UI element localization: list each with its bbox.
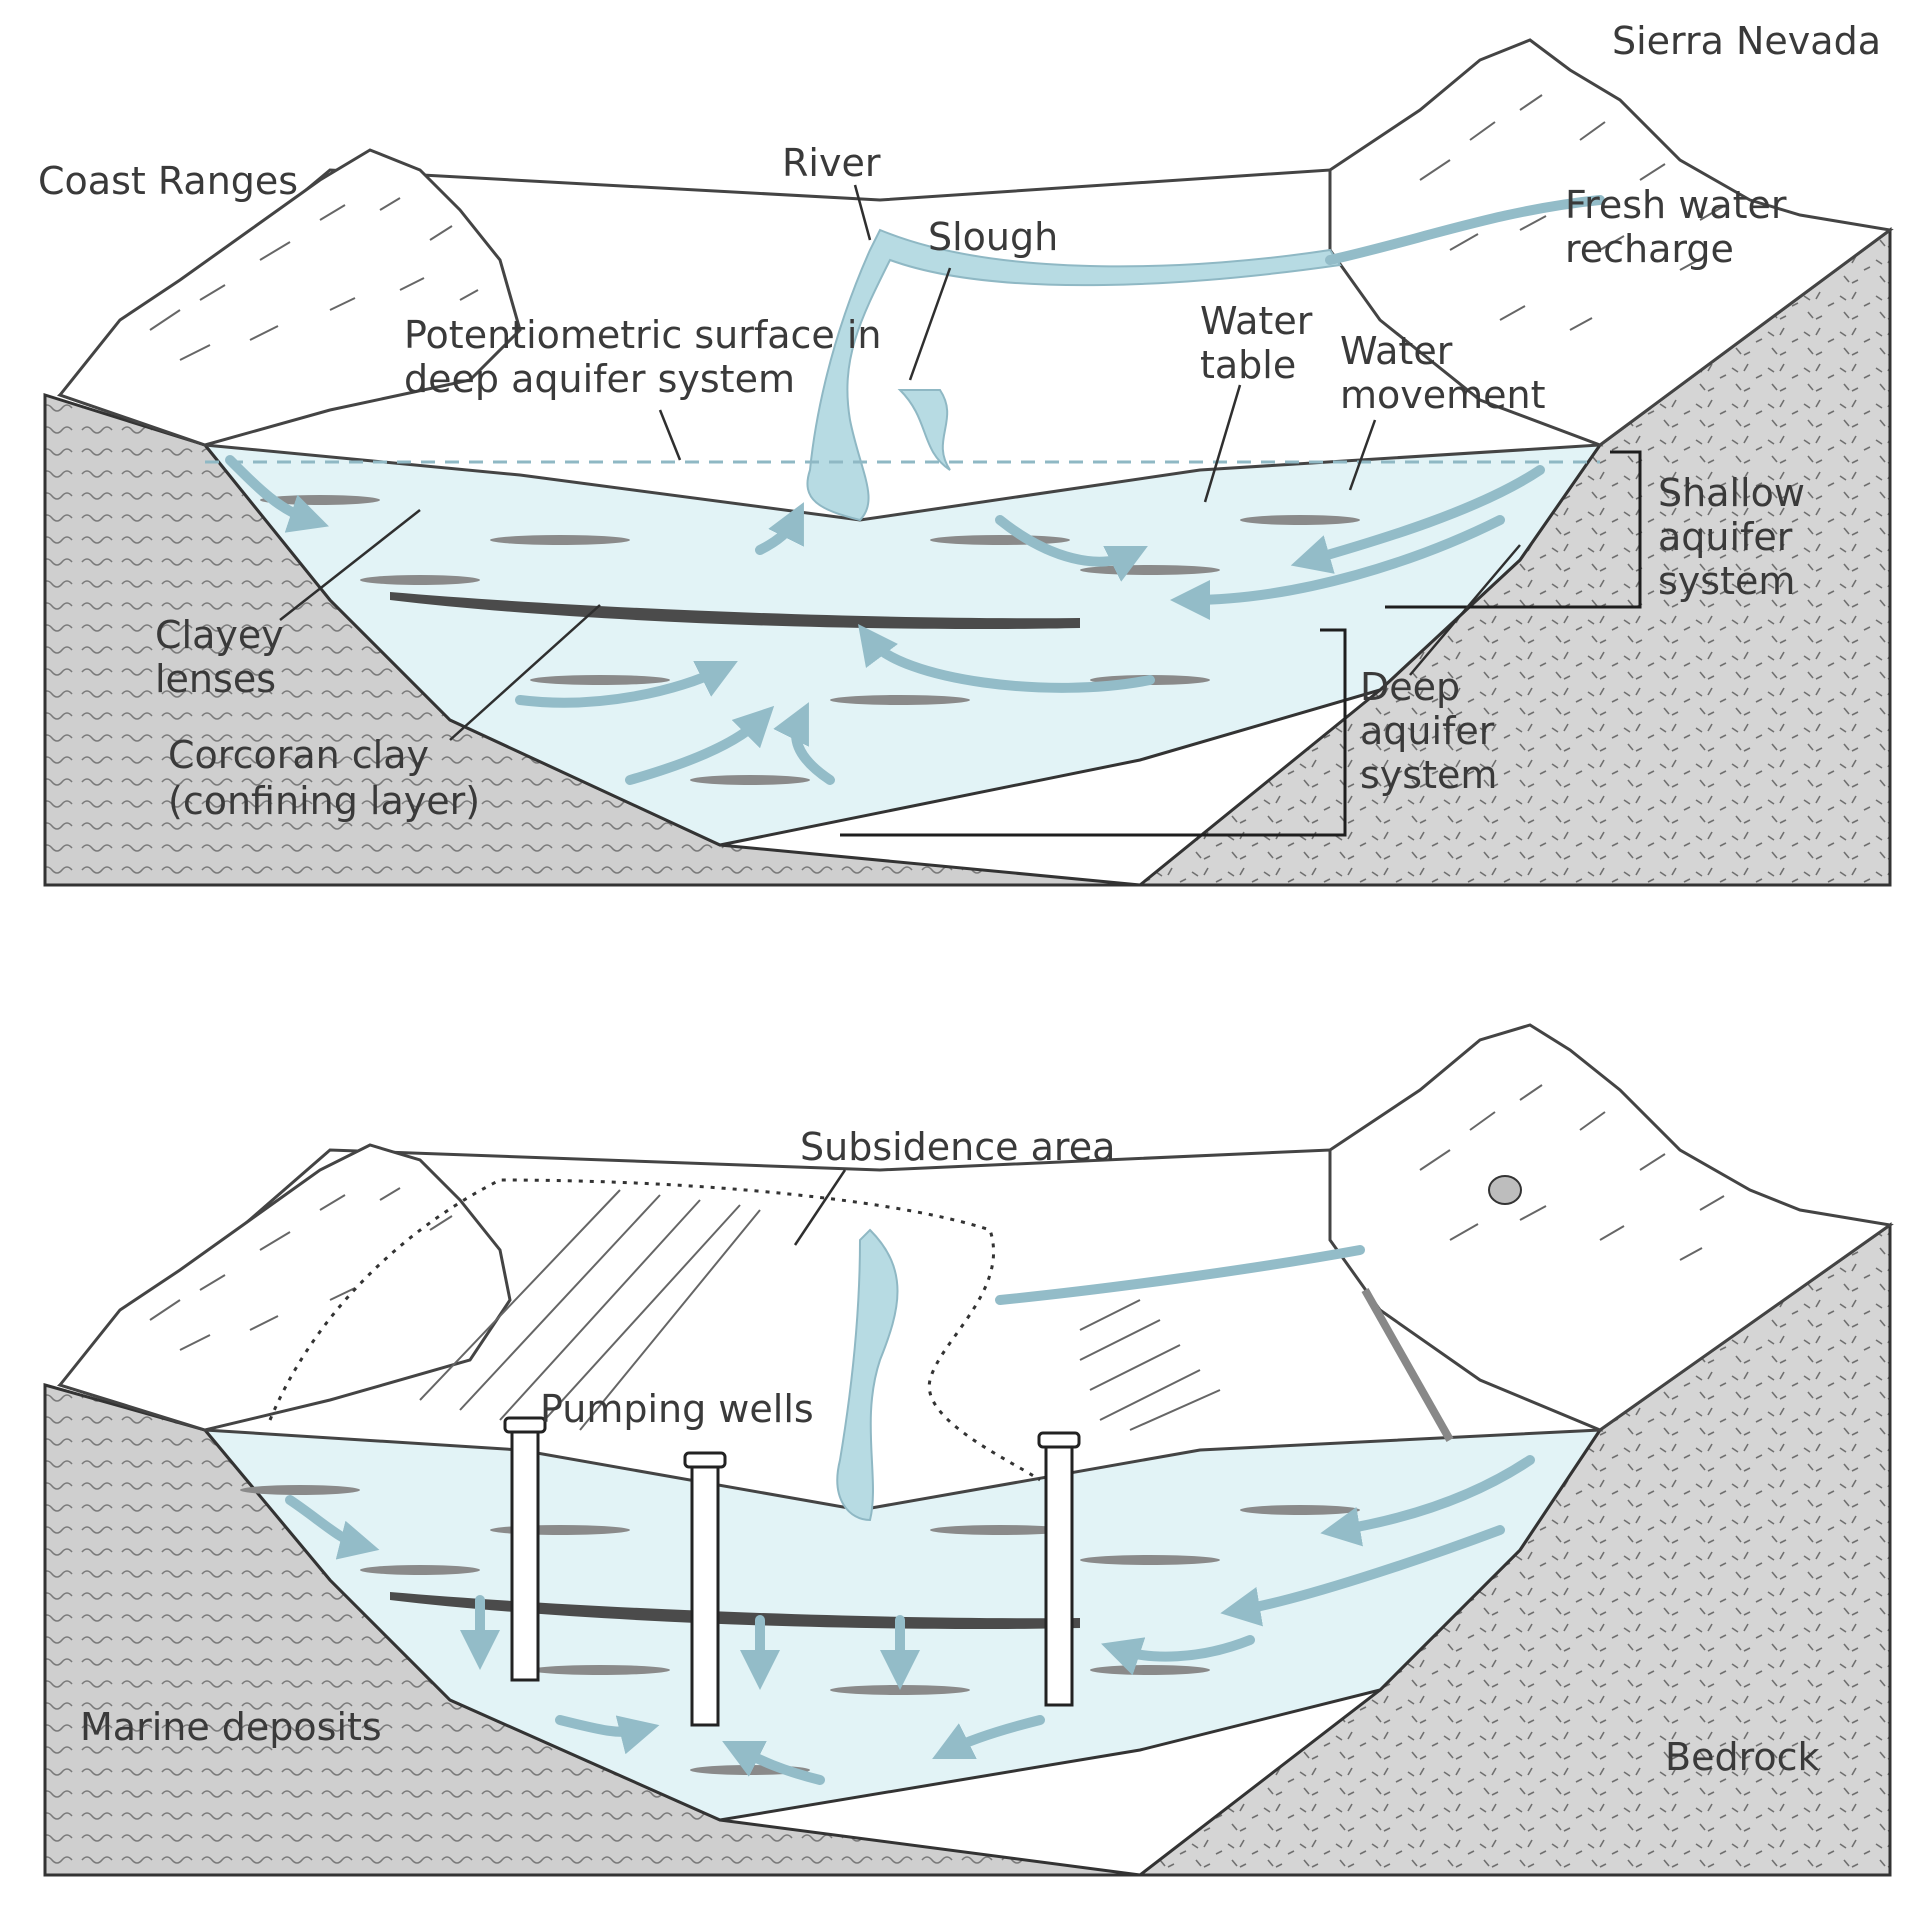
label-sierra-nevada: Sierra Nevada xyxy=(1612,19,1881,63)
leader-potentiometric xyxy=(658,409,682,461)
clayey-lenses-top xyxy=(260,495,1360,785)
crop-rows-right xyxy=(1079,1299,1221,1431)
label-fresh-water-recharge-line1: Fresh water xyxy=(1565,183,1787,227)
pumping-well-1 xyxy=(503,1416,547,1682)
label-shallow-aquifer-line2: aquifer xyxy=(1658,515,1793,559)
label-water-movement-line2: movement xyxy=(1340,373,1546,417)
leader-subsidence-area xyxy=(793,1169,847,1246)
label-slough: Slough xyxy=(928,215,1058,259)
bottom-panel: Subsidence area Pumping wells Marine dep… xyxy=(43,1023,1894,1877)
top-panel: Sierra Nevada Coast Ranges River Slough … xyxy=(38,19,1894,887)
canal-bottom xyxy=(1361,1288,1454,1442)
leader-corcoran xyxy=(449,604,601,741)
label-coast-ranges: Coast Ranges xyxy=(38,159,298,203)
shallow-aquifer-bracket xyxy=(1385,450,1642,609)
label-deep-aquifer-line3: system xyxy=(1360,753,1497,797)
label-fresh-water-recharge-line2: recharge xyxy=(1565,227,1734,271)
recharge-stream-top xyxy=(1325,195,1605,265)
leader-water-table xyxy=(1203,384,1242,503)
label-water-movement-line1: Water xyxy=(1340,329,1453,373)
pumping-well-3 xyxy=(1037,1431,1081,1707)
coast-ranges-mountains-top xyxy=(57,148,522,447)
label-deep-aquifer-line2: aquifer xyxy=(1360,709,1495,753)
label-shallow-aquifer-line3: system xyxy=(1658,559,1795,603)
flow-arrows-bottom xyxy=(285,1455,1535,1785)
label-deep-aquifer-line1: Deep xyxy=(1360,665,1460,709)
label-water-table-line2: table xyxy=(1200,343,1296,387)
coast-ranges-mountains-bottom xyxy=(57,1143,512,1432)
label-corcoran-clay-line1: Corcoran clay xyxy=(168,733,429,777)
recharge-stream-bottom xyxy=(995,1245,1365,1305)
label-pumping-wells: Pumping wells xyxy=(540,1387,814,1431)
corcoran-clay-layer-bottom xyxy=(390,1592,1080,1630)
label-water-table-line1: Water xyxy=(1200,299,1313,343)
leader-clayey-lenses xyxy=(279,509,421,621)
flow-arrows-top xyxy=(225,455,1545,785)
sierra-nevada-mountains-top xyxy=(1328,38,1894,447)
label-clayey-lenses-line2: lenses xyxy=(155,657,276,701)
leader-water-movement xyxy=(1348,419,1377,491)
label-marine-deposits: Marine deposits xyxy=(80,1705,382,1749)
label-river: River xyxy=(782,141,881,185)
crop-rows-left xyxy=(419,1189,761,1431)
river-channel-bottom xyxy=(836,1228,899,1522)
sierra-nevada-mountains-bottom xyxy=(1328,1023,1894,1432)
leader-slough xyxy=(908,267,952,381)
leader-deep-aquifer xyxy=(1409,544,1521,676)
leader-river xyxy=(853,184,872,241)
slough-channel-top xyxy=(897,389,951,471)
deep-aquifer-bracket xyxy=(840,628,1347,837)
pumping-well-2 xyxy=(683,1451,727,1727)
subsidence-area-outline xyxy=(268,1178,1041,1482)
label-corcoran-clay-line2: (confining layer) xyxy=(168,779,480,823)
top-aquifer-basin xyxy=(201,443,1603,847)
reservoir-boulder xyxy=(1488,1175,1522,1205)
river-channel-top xyxy=(806,228,1342,522)
label-shallow-aquifer-line1: Shallow xyxy=(1658,471,1805,515)
corcoran-clay-layer-top xyxy=(390,592,1080,630)
label-bedrock: Bedrock xyxy=(1665,1735,1820,1779)
label-potentiometric-line2: deep aquifer system xyxy=(404,357,795,401)
label-clayey-lenses-line1: Clayey xyxy=(155,613,284,657)
label-subsidence-area: Subsidence area xyxy=(800,1125,1115,1169)
label-potentiometric-line1: Potentiometric surface in xyxy=(404,313,882,357)
